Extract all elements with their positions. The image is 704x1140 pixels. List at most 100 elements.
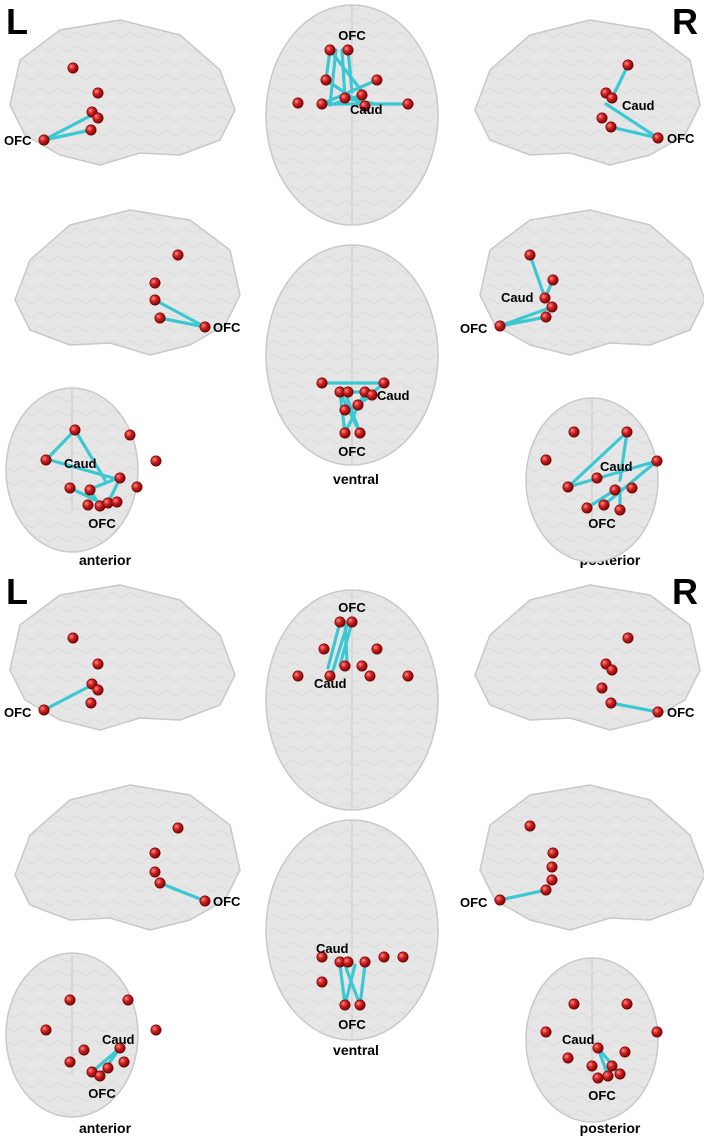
ventral-bottom-edge-2 [358, 963, 367, 1007]
caud-label-anterior-top: Caud [64, 456, 97, 471]
ventral-bottom-node-8 [354, 999, 366, 1011]
right-medial-top-node-5 [494, 320, 506, 332]
left-hemisphere-label-bottom: L [6, 571, 28, 612]
right-lateral-top-node-5 [652, 132, 664, 144]
dorsal-top-node-8 [359, 100, 371, 112]
right-medial-bottom-node-0 [524, 820, 536, 832]
right-medial-top-edge-0 [528, 253, 547, 300]
ofc-label-right-medial-top: OFC [460, 321, 488, 336]
left-lateral-top-edge-0 [42, 113, 94, 142]
ofc-label-ventral-bottom: OFC [338, 1017, 366, 1032]
ventral-bottom-node-4 [359, 956, 371, 968]
anterior-top-node-3 [150, 455, 162, 467]
right-medial-top-node-4 [540, 311, 552, 323]
anterior-bottom-node-8 [102, 1062, 114, 1074]
right-lateral-bottom-node-5 [652, 706, 664, 718]
ventral-top-node-7 [352, 399, 364, 411]
dorsal-top-node-7 [356, 89, 368, 101]
right-medial-top-node-3 [546, 301, 558, 313]
dorsal-top-node-3 [371, 74, 383, 86]
dorsal-bottom-node-2 [318, 643, 330, 655]
ventral-caption-bottom: ventral [333, 1042, 379, 1058]
ventral-top-edge-4 [338, 390, 362, 435]
dorsal-top-node-0 [324, 44, 336, 56]
ofc-label-right-lateral-bottom: OFC [667, 705, 695, 720]
brain-left-lateral-bottom-gyri [10, 585, 235, 730]
anterior-top-node-0 [69, 424, 81, 436]
anterior-caption-bottom: anterior [78, 1120, 132, 1136]
left-lateral-bottom-node-3 [92, 684, 104, 696]
dorsal-bottom-node-8 [364, 670, 376, 682]
right-hemisphere-label-bottom: R [672, 571, 698, 612]
right-medial-bottom-node-2 [546, 861, 558, 873]
posterior-bottom-node-6 [619, 1046, 631, 1058]
caud-label-anterior-bottom: Caud [102, 1032, 135, 1047]
posterior-bottom-node-0 [568, 998, 580, 1010]
dorsal-top-node-6 [339, 92, 351, 104]
left-lateral-top-node-4 [85, 124, 97, 136]
posterior-top-node-3 [651, 455, 663, 467]
caud-label-dorsal-bottom: Caud [314, 676, 347, 691]
dorsal-bottom-node-6 [339, 660, 351, 672]
ventral-bottom-edge-3 [343, 963, 357, 1007]
left-medial-bottom-node-3 [154, 877, 166, 889]
connection-edges [42, 48, 660, 1080]
ventral-bottom-edge-1 [343, 963, 362, 1007]
right-medial-bottom-node-4 [540, 884, 552, 896]
posterior-bottom-node-10 [614, 1068, 626, 1080]
left-medial-top-edge-0 [153, 298, 207, 329]
ofc-label-dorsal-top: OFC [338, 28, 366, 43]
ventral-bottom-node-5 [316, 976, 328, 988]
right-medial-top-edge-3 [498, 305, 554, 328]
left-medial-top-node-0 [172, 249, 184, 261]
posterior-bottom-node-8 [586, 1060, 598, 1072]
posterior-top-node-0 [568, 426, 580, 438]
caud-label-posterior-bottom: Caud [562, 1032, 595, 1047]
caud-label-right-lateral-top: Caud [622, 98, 655, 113]
dorsal-bottom-node-9 [402, 670, 414, 682]
dorsal-top-node-9 [402, 98, 414, 110]
dorsal-top-edge-1 [328, 48, 338, 107]
posterior-bottom-node-3 [651, 1026, 663, 1038]
left-lateral-top-node-3 [92, 112, 104, 124]
brain-left-medial-top-gyri [15, 210, 240, 355]
anterior-top-node-10 [111, 496, 123, 508]
anterior-top-node-2 [40, 454, 52, 466]
right-lateral-top-node-2 [606, 92, 618, 104]
dorsal-top-edge-2 [340, 48, 347, 100]
ofc-label-left-medial-top: OFC [213, 320, 241, 335]
right-medial-top-node-1 [547, 274, 559, 286]
posterior-top-edge-0 [566, 430, 629, 489]
posterior-top-node-7 [626, 482, 638, 494]
left-medial-bottom-edge-0 [158, 881, 207, 903]
posterior-top-edge-2 [566, 459, 659, 489]
left-lateral-top-edge-1 [42, 128, 93, 142]
dorsal-bottom-node-7 [356, 660, 368, 672]
left-lateral-top-node-0 [67, 62, 79, 74]
posterior-top-node-8 [581, 502, 593, 514]
left-medial-top-node-4 [199, 321, 211, 333]
region-nodes [38, 44, 664, 1084]
ofc-label-ventral-top: OFC [338, 444, 366, 459]
posterior-bottom-node-2 [540, 1026, 552, 1038]
right-lateral-bottom-node-4 [605, 697, 617, 709]
ventral-top-node-5 [366, 389, 378, 401]
ofc-label-right-lateral-top: OFC [667, 131, 695, 146]
posterior-bottom-node-11 [592, 1072, 604, 1084]
anterior-top-node-5 [84, 484, 96, 496]
ventral-bottom-edge-0 [338, 963, 347, 1007]
right-lateral-top-edge-0 [610, 63, 630, 100]
right-lateral-top-node-4 [605, 121, 617, 133]
anterior-bottom-node-7 [118, 1056, 130, 1068]
anterior-top-node-7 [131, 481, 143, 493]
ofc-label-left-medial-bottom: OFC [213, 894, 241, 909]
right-lateral-bottom-node-2 [606, 664, 618, 676]
anterior-top-node-1 [124, 429, 136, 441]
anterior-bottom-node-10 [94, 1070, 106, 1082]
anterior-bottom-node-1 [122, 994, 134, 1006]
right-medial-bottom-node-1 [547, 847, 559, 859]
posterior-bottom-node-7 [606, 1060, 618, 1072]
left-medial-top-node-3 [154, 312, 166, 324]
ventral-top-node-1 [378, 377, 390, 389]
